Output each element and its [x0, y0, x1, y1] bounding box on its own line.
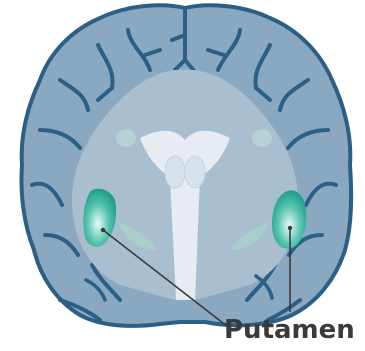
caudate-right — [252, 129, 272, 147]
thalamus-left — [165, 156, 185, 188]
caudate-left — [116, 129, 136, 147]
leader-dot-left — [101, 228, 105, 232]
putamen-label: Putamen — [224, 314, 364, 346]
thalamus-right — [185, 156, 205, 188]
leader-dot-right — [288, 226, 292, 230]
